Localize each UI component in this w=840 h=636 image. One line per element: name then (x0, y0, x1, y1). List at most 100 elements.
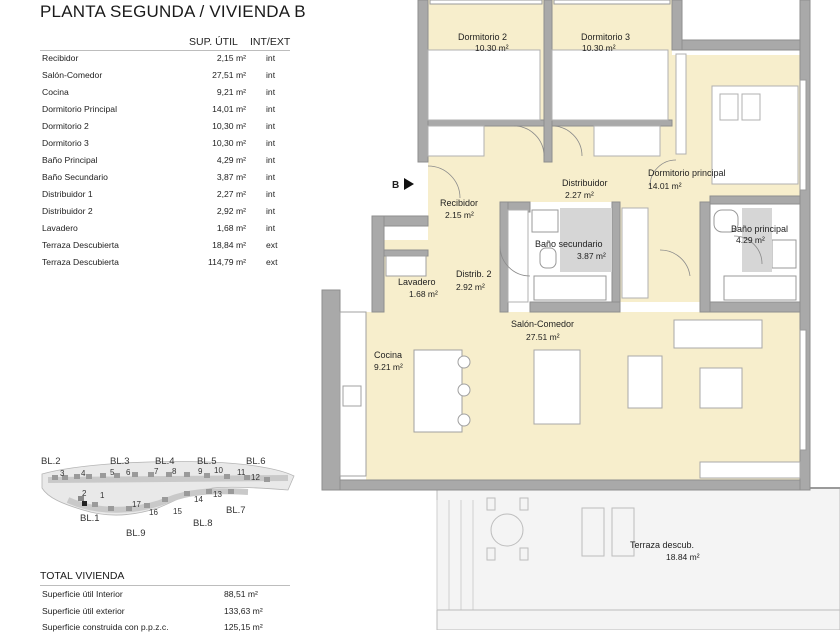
key-map-number: 2 (82, 489, 87, 498)
totals-value: 133,63 m² (224, 606, 263, 616)
room-area: 1,68 m² (216, 223, 246, 233)
key-map-number: 8 (172, 467, 177, 476)
key-map-number: 3 (60, 469, 65, 478)
totals-row: Superficie construida con p.p.z.c. 125,15… (40, 622, 290, 636)
table-row: Baño Principal 4,29 m² int (40, 155, 290, 169)
bathroom-fixtures (531, 208, 797, 301)
key-map-block: BL.2 (41, 456, 61, 467)
walls (321, 0, 811, 491)
key-map-number: 17 (132, 500, 141, 509)
room-label-area: 3.87 m² (577, 251, 606, 261)
key-map-block: BL.7 (226, 505, 246, 516)
key-map-number: 1 (100, 491, 105, 500)
room-label-area: 9.21 m² (374, 362, 403, 372)
key-map-block: BL.6 (246, 456, 266, 467)
room-type: int (266, 189, 276, 199)
key-map-number: 10 (214, 466, 223, 475)
room-area: 18,84 m² (212, 240, 246, 250)
room-name: Dormitorio 2 (42, 121, 89, 131)
room-type: int (266, 155, 276, 165)
totals-value: 125,15 m² (224, 622, 263, 632)
room-area: 2,27 m² (216, 189, 246, 199)
unit-numbers: 3 4 5 6 7 8 9 10 11 12 2 1 17 16 15 14 1… (60, 466, 260, 517)
room-type: int (266, 87, 276, 97)
plan-title: PLANTA SEGUNDA / VIVIENDA B (40, 2, 306, 21)
key-map-block: BL.3 (110, 456, 130, 467)
room-label-name: Cocina (374, 350, 402, 360)
entry-letter: B (392, 180, 399, 191)
room-area: 3,87 m² (216, 172, 246, 182)
totals-label: Superficie construida con p.p.z.c. (42, 622, 169, 632)
key-map-number: 15 (173, 507, 182, 516)
table-row: Recibidor 2,15 m² int (40, 53, 290, 67)
room-label-name: Dormitorio principal (648, 168, 726, 178)
beds (427, 49, 799, 185)
column-header-type: INT/EXT (250, 36, 291, 48)
totals-divider (40, 585, 290, 586)
room-name: Terraza Descubierta (42, 240, 119, 250)
room-label-name: Distrib. 2 (456, 269, 492, 279)
room-label-area: 10.30 m² (582, 43, 616, 53)
room-name: Salón-Comedor (42, 70, 103, 80)
room-type: int (266, 53, 276, 63)
key-map-number: 16 (149, 508, 158, 517)
room-label-name: Dormitorio 3 (581, 32, 630, 42)
key-map-number: 14 (194, 495, 203, 504)
room-labels: Dormitorio 2 10.30 m² Dormitorio 3 10.30… (374, 32, 788, 562)
room-area: 2,92 m² (216, 206, 246, 216)
room-label-name: Recibidor (440, 198, 478, 208)
room-name: Dormitorio Principal (42, 104, 117, 114)
entry-arrow-icon (404, 178, 414, 190)
room-label-area: 27.51 m² (526, 332, 560, 342)
key-map-number: 4 (81, 469, 86, 478)
table-row: Baño Secundario 3,87 m² int (40, 172, 290, 186)
room-area: 2,15 m² (216, 53, 246, 63)
room-area: 114,79 m² (207, 257, 246, 267)
table-row: Lavadero 1,68 m² int (40, 223, 290, 237)
sun-loungers (581, 507, 635, 557)
room-type: int (266, 206, 276, 216)
room-label-area: 1.68 m² (409, 289, 438, 299)
key-map-number: 5 (110, 468, 115, 477)
room-name: Dormitorio 3 (42, 138, 89, 148)
windows (429, 0, 807, 451)
totals-value: 88,51 m² (224, 589, 258, 599)
totals-title: TOTAL VIVIENDA (40, 570, 125, 582)
key-map-number: 11 (237, 468, 246, 477)
room-type: int (266, 172, 276, 182)
terrace-table (486, 497, 529, 561)
room-label-name: Distribuidor (562, 178, 608, 188)
room-area: 4,29 m² (216, 155, 246, 165)
room-label-name: Terraza descub. (630, 540, 694, 550)
room-label-name: Baño secundario (535, 239, 603, 249)
room-label-name: Dormitorio 2 (458, 32, 507, 42)
room-name: Baño Principal (42, 155, 98, 165)
room-name: Terraza Descubierta (42, 257, 119, 267)
key-map-number: 7 (154, 467, 159, 476)
room-type: int (266, 121, 276, 131)
room-name: Baño Secundario (42, 172, 108, 182)
room-area: 9,21 m² (216, 87, 246, 97)
key-map-number: 12 (251, 473, 260, 482)
room-label-name: Salón-Comedor (511, 319, 574, 329)
room-label-area: 2.15 m² (445, 210, 474, 220)
room-type: int (266, 223, 276, 233)
key-map-block: BL.9 (126, 528, 146, 539)
kitchen-fixtures (339, 255, 471, 477)
terrace-area (436, 487, 840, 630)
room-name: Cocina (42, 87, 69, 97)
header-divider (40, 50, 290, 51)
room-name: Recibidor (42, 53, 79, 63)
column-header-area: SUP. ÚTIL (189, 36, 238, 48)
room-name: Lavadero (42, 223, 78, 233)
block-labels: BL.2 BL.3 BL.4 BL.5 BL.6 BL.1 BL.7 BL.8 … (41, 456, 266, 539)
room-label-name: Baño principal (731, 224, 788, 234)
